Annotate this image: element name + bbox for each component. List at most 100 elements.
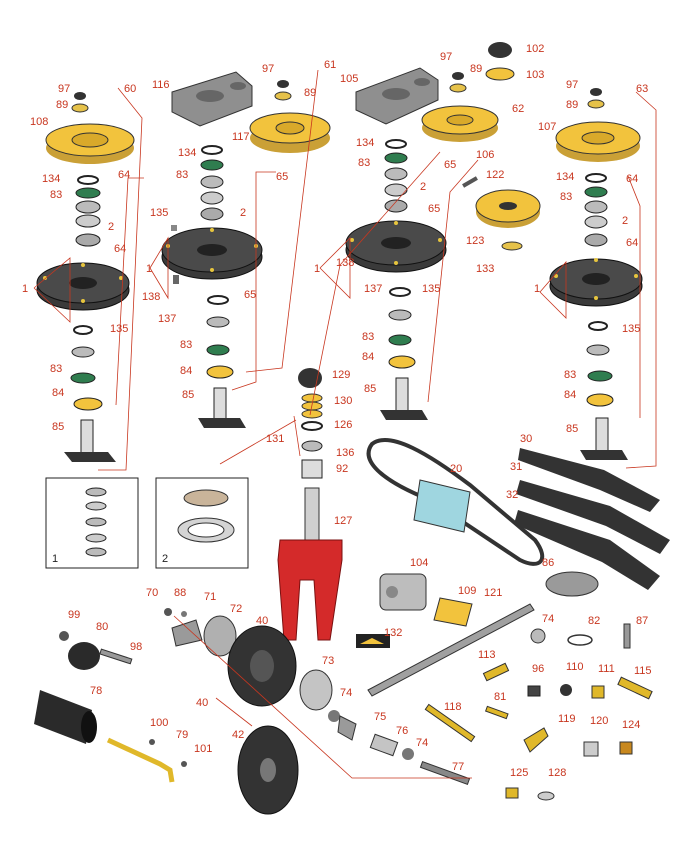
bearing-74 [328,710,340,722]
hub-71 [171,619,203,647]
callout-87: 87 [636,615,648,627]
callout-2: 2 [108,221,114,233]
callout-103: 103 [526,69,544,81]
rod-121 [367,603,535,697]
callout-74: 74 [542,613,554,625]
callout-119: 119 [558,713,576,725]
washer-89 [71,103,89,113]
callout-84: 84 [180,365,192,377]
bushing-124 [619,741,633,755]
callout-78: 78 [90,685,102,697]
inset-label-2: 2 [162,553,168,565]
nut-97 [74,92,86,100]
callout-138: 138 [336,257,354,269]
callout-85: 85 [182,389,194,401]
nut-97 [277,80,289,88]
callout-74: 74 [416,737,428,749]
callout-135: 135 [110,323,128,335]
callout-74: 74 [340,687,352,699]
spacer-84 [206,365,234,379]
callout-84: 84 [564,389,576,401]
bushing-125 [505,787,519,799]
bearing-cup-2 [200,207,224,221]
callout-123: 123 [466,235,484,247]
callout-65: 65 [244,289,256,301]
snap-ring-134 [77,175,99,185]
seal-110 [560,684,572,696]
callout-40: 40 [256,615,268,627]
callout-101: 101 [194,743,212,755]
callout-128: 128 [548,767,566,779]
seal-83 [200,159,224,171]
plate-109 [433,597,473,627]
wheels-and-rollers [34,608,471,815]
callout-79: 79 [176,729,188,741]
callout-137: 137 [158,313,176,325]
callout-65: 65 [276,171,288,183]
callout-80: 80 [96,621,108,633]
callout-135: 135 [622,323,640,335]
callout-104: 104 [410,557,428,569]
callout-134: 134 [42,173,60,185]
callout-115: 115 [634,665,652,677]
housing-bore [69,277,97,289]
callout-134: 134 [178,147,196,159]
callout-105: 105 [340,73,358,85]
callout-83: 83 [180,339,192,351]
caster-fork-assembly [277,368,343,641]
callout-110: 110 [566,661,584,673]
pin-81 [484,705,509,720]
callout-2: 2 [420,181,426,193]
belt-label [413,479,471,533]
spacer-84 [73,397,103,411]
callout-137: 137 [364,283,382,295]
callout-133: 133 [476,263,494,275]
washer-133 [501,241,523,251]
spacer-76 [369,733,399,757]
callout-84: 84 [52,387,64,399]
callout-65: 65 [428,203,440,215]
bolt-100 [149,739,155,745]
callout-62: 62 [512,103,524,115]
blade-31 [516,480,670,554]
spindle-shaft-85 [80,419,94,455]
callout-89: 89 [470,63,482,75]
bolt-87 [623,623,631,649]
snap-ring [73,325,93,335]
callout-64: 64 [114,243,126,255]
callout-numbers: 97 60 89 108 134 64 83 2 64 1 135 83 84 … [22,43,652,779]
callout-109: 109 [458,585,476,597]
spindle-assembly-center [345,42,541,420]
callout-83: 83 [176,169,188,181]
bearing-c [71,346,95,358]
inset-bearing-cup: 2 [155,477,249,569]
spindle-flange [64,452,116,462]
callout-1: 1 [22,283,28,295]
washer-89 [274,91,292,101]
caster-fork-127 [277,539,343,641]
callout-64: 64 [626,237,638,249]
callout-76: 76 [396,725,408,737]
blade-plate-86 [545,571,599,597]
callout-71: 71 [204,591,216,603]
callout-2: 2 [240,207,246,219]
callout-102: 102 [526,43,544,55]
callout-31: 31 [510,461,522,473]
callout-99: 99 [68,609,80,621]
callout-61: 61 [324,59,336,71]
callout-30: 30 [520,433,532,445]
callout-107: 107 [538,121,556,133]
callout-135: 135 [422,283,440,295]
seal-83 [75,187,101,199]
callout-116: 116 [152,79,170,91]
pin-113 [482,662,510,682]
inset-label-1: 1 [52,553,58,565]
callout-72: 72 [230,603,242,615]
callout-98: 98 [130,641,142,653]
hydraulic-pump-104 [379,573,427,611]
bearing-a [75,200,101,214]
callout-118: 118 [444,701,462,713]
bearing-136 [301,440,323,452]
callout-89: 89 [566,99,578,111]
callout-124: 124 [622,719,640,731]
